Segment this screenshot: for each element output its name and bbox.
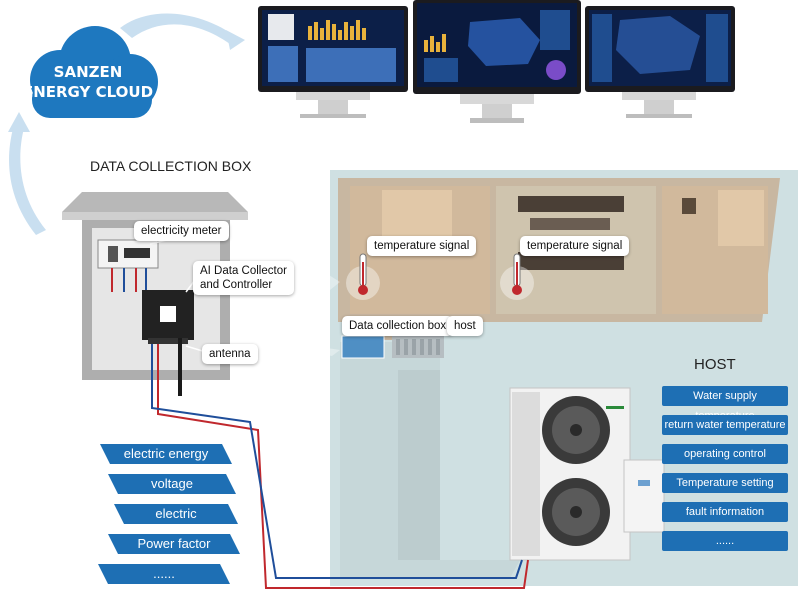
meter-param-3: Power factor bbox=[137, 536, 211, 551]
meter-param-bg-0 bbox=[100, 444, 232, 464]
cloud-shape bbox=[30, 26, 158, 118]
meter-param-2: electric bbox=[155, 506, 197, 521]
callout-ai-collector: AI Data Collector and Controller bbox=[193, 261, 294, 295]
host-heading: HOST bbox=[694, 356, 736, 373]
monitor-right bbox=[585, 6, 735, 118]
arrow-to-cloud bbox=[9, 125, 46, 235]
cloud-label-line2: ENERGY CLOUD bbox=[22, 83, 154, 101]
meter-param-bg-2 bbox=[114, 504, 238, 524]
meter-param-bg-1 bbox=[108, 474, 236, 494]
meter-param-0: electric energy bbox=[123, 446, 209, 461]
callout-ai-collector-line2: and Controller bbox=[200, 279, 273, 291]
thermometer-left-icon bbox=[346, 253, 380, 300]
cloud-label: SANZEN ENERGY CLOUD bbox=[14, 62, 162, 102]
host-param-1: return water temperature bbox=[662, 415, 788, 435]
cloud-label-line1: SANZEN bbox=[53, 63, 123, 81]
callout-temperature-signal-left: temperature signal bbox=[367, 236, 477, 256]
host-box-icon bbox=[392, 336, 444, 358]
host-param-4: fault information bbox=[662, 502, 788, 522]
callout-host: host bbox=[447, 316, 483, 336]
host-param-5: ...... bbox=[662, 531, 788, 551]
callout-antenna: antenna bbox=[202, 344, 258, 364]
monitor-left bbox=[258, 6, 408, 118]
monitor-center bbox=[413, 0, 581, 123]
host-param-0: Water supply temperature bbox=[662, 386, 788, 422]
wire-red bbox=[157, 344, 529, 589]
thermometer-right-icon bbox=[500, 253, 534, 300]
meter-param-bg-4 bbox=[98, 564, 230, 584]
callout-ai-collector-line1: AI Data Collector bbox=[200, 265, 287, 277]
callout-data-collection-box: Data collection box bbox=[342, 316, 454, 336]
callout-temperature-signal-right: temperature signal bbox=[520, 236, 630, 256]
arrow-to-monitors bbox=[120, 13, 238, 44]
host-param-3: Temperature setting bbox=[662, 473, 788, 493]
arrow-head-to-monitors bbox=[226, 30, 245, 50]
arrow-head-to-cloud bbox=[8, 112, 30, 132]
connector-meter-to-house bbox=[230, 224, 340, 290]
meter-param-1: voltage bbox=[151, 476, 193, 491]
callout-electricity-meter: electricity meter bbox=[134, 221, 229, 241]
host-param-2: operating control bbox=[662, 444, 788, 464]
connector-collector-to-house bbox=[232, 336, 340, 356]
collection-box-heading: DATA COLLECTION BOX bbox=[90, 158, 252, 174]
data-collection-box-icon bbox=[341, 335, 385, 359]
meter-param-4: ...... bbox=[153, 566, 175, 581]
wire-blue bbox=[151, 344, 523, 579]
heat-pump-unit bbox=[509, 387, 665, 561]
meter-param-bg-3 bbox=[108, 534, 240, 554]
